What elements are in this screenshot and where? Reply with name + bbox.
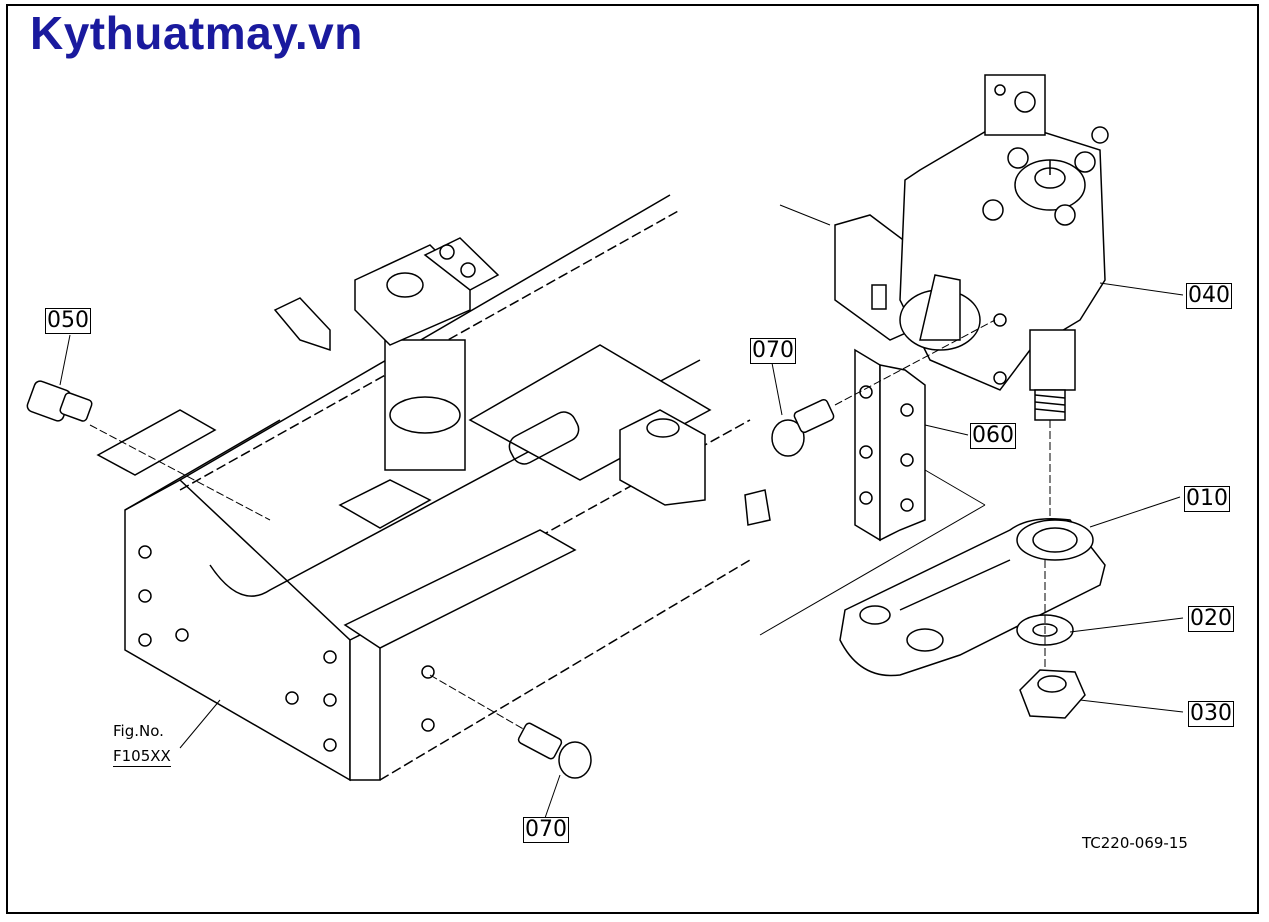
part-label-030[interactable]: 030 — [1188, 701, 1234, 727]
part-label-010[interactable]: 010 — [1184, 486, 1230, 512]
leader-lines — [59, 204, 1184, 819]
part-label-060[interactable]: 060 — [970, 423, 1016, 449]
part-label-020[interactable]: 020 — [1188, 606, 1234, 632]
bolts — [26, 380, 835, 779]
figure-ref-line2: F105XX — [113, 747, 171, 767]
figure-ref-line1: Fig.No. — [113, 722, 164, 740]
bolt-070-upper — [771, 398, 835, 457]
steering-arm-010 — [839, 518, 1106, 677]
diagram-frame — [6, 4, 1259, 914]
bolt-070-lower — [517, 722, 592, 779]
bracket-060 — [854, 348, 926, 542]
bolt-050 — [26, 380, 93, 422]
drawing-code: TC220-069-15 — [1082, 834, 1188, 852]
part-label-040[interactable]: 040 — [1186, 283, 1232, 309]
watermark-logo: Kythuatmay.vn — [30, 7, 363, 59]
part-label-070-upper[interactable]: 070 — [750, 338, 796, 364]
part-label-050[interactable]: 050 — [45, 308, 91, 334]
cross-member — [96, 237, 771, 649]
part-label-070-lower[interactable]: 070 — [523, 817, 569, 843]
nut-030 — [1019, 669, 1086, 719]
power-steering-unit — [834, 74, 1109, 421]
